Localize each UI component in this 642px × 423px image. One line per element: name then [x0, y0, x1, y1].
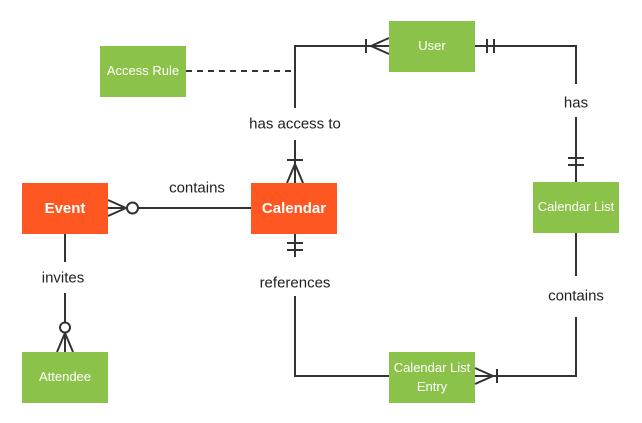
connector-has	[474, 39, 584, 182]
entity-calendar-list[interactable]: Calendar List	[533, 182, 619, 233]
relationship-label-contains-event: contains	[169, 179, 225, 197]
cardinality-one-bars-calendar-list-top	[568, 157, 584, 166]
cardinality-one-bars-calendar-bottom	[287, 242, 303, 251]
entity-access-rule[interactable]: Access Rule	[100, 46, 186, 97]
relationship-label-contains-list: contains	[548, 287, 604, 305]
relationship-label-has-access-to: has access to	[249, 115, 341, 133]
connector-has-access-to	[286, 37, 390, 184]
crows-foot-many-user	[370, 37, 390, 55]
entity-event[interactable]: Event	[22, 183, 108, 234]
crows-foot-many-calendar-top	[286, 163, 304, 184]
entity-user[interactable]: User	[389, 21, 475, 72]
cardinality-one-bars-user-right	[486, 39, 495, 53]
cardinality-zero-circle-attendee	[59, 321, 71, 334]
relationship-label-invites: invites	[41, 269, 85, 287]
relationship-label-references: references	[259, 274, 331, 292]
relationship-label-has: has	[563, 94, 589, 112]
connector-invites	[56, 233, 74, 353]
cardinality-zero-circle-event	[126, 201, 139, 215]
connector-references	[287, 233, 389, 377]
entity-attendee[interactable]: Attendee	[22, 352, 108, 403]
entity-calendar-list-entry[interactable]: Calendar List Entry	[389, 352, 475, 403]
entity-calendar[interactable]: Calendar	[251, 183, 337, 234]
connector-contains-event-calendar	[107, 199, 251, 217]
crows-foot-many-event	[107, 199, 127, 217]
connector-contains-list-entry	[474, 233, 577, 385]
crows-foot-many-attendee	[56, 332, 74, 353]
crows-foot-many-list-entry	[474, 367, 494, 385]
